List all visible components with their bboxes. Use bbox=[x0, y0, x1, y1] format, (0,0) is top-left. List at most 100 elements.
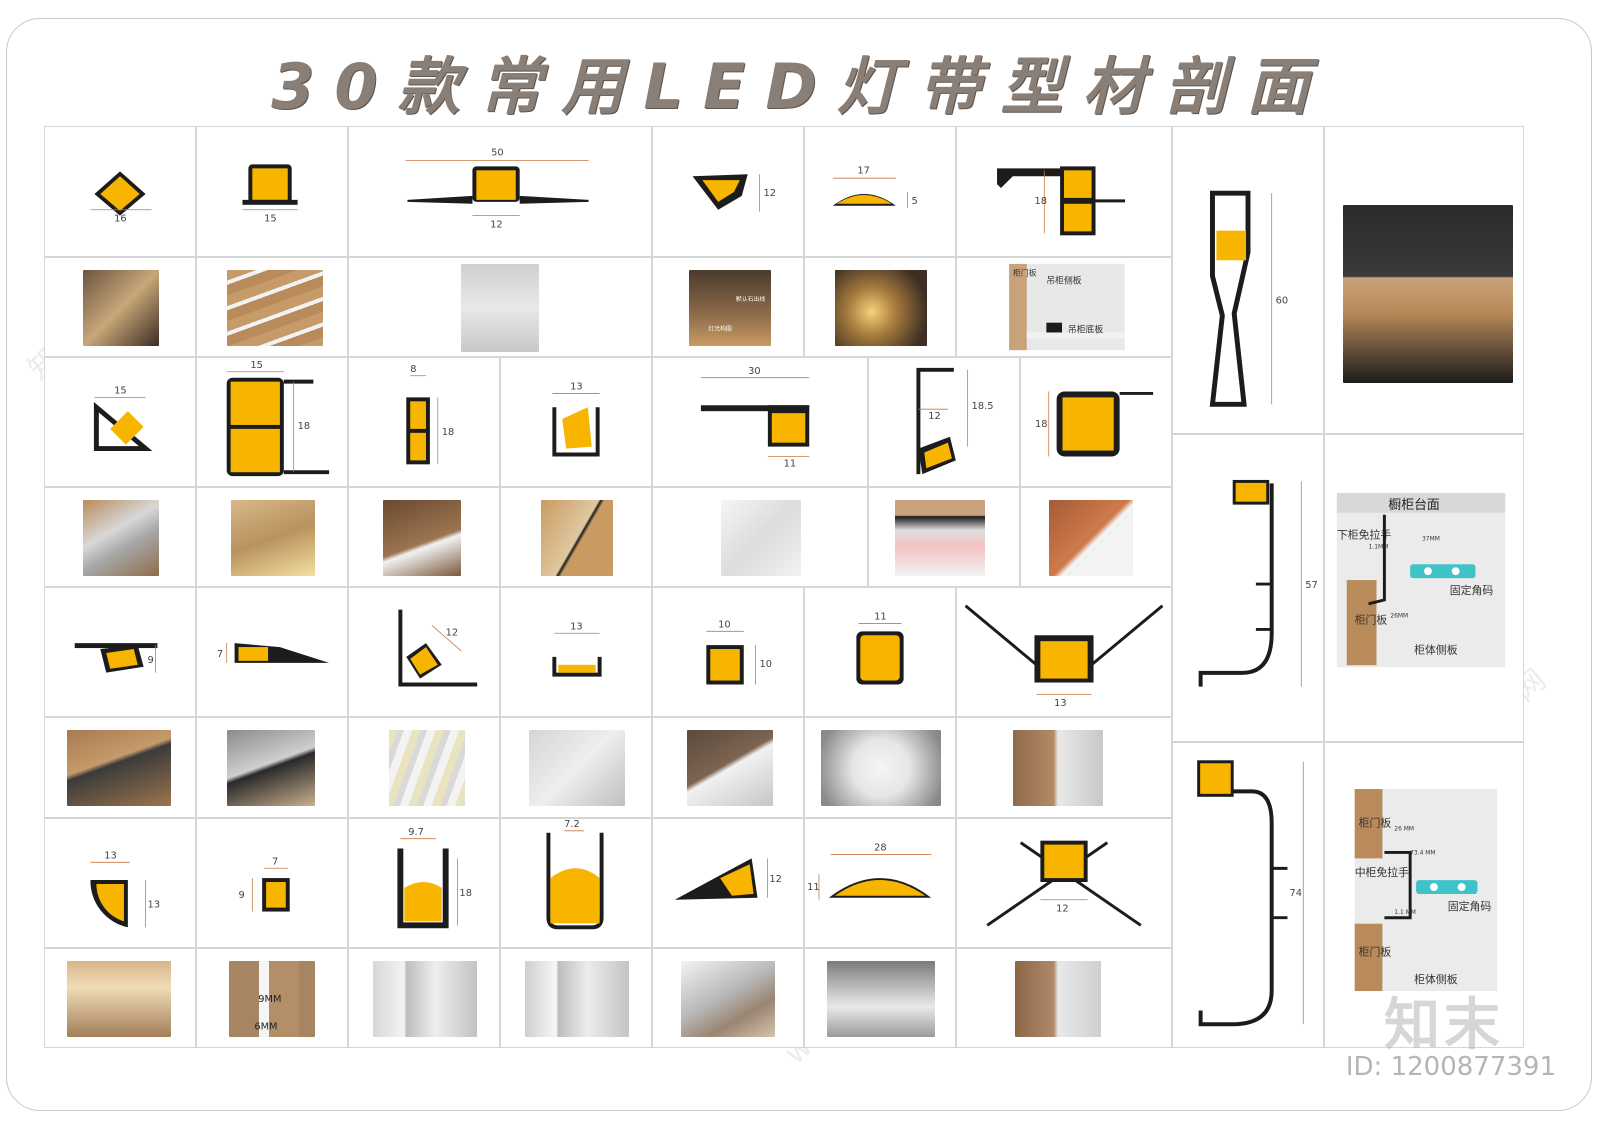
svg-text:12: 12 bbox=[763, 188, 776, 199]
svg-text:17: 17 bbox=[857, 165, 870, 176]
svg-text:橱柜台面: 橱柜台面 bbox=[1388, 498, 1440, 513]
product-photo bbox=[1015, 961, 1101, 1037]
photo-cell bbox=[652, 948, 804, 1048]
square-profile-10: 10 10 bbox=[706, 619, 773, 685]
photo-cell bbox=[44, 257, 196, 357]
svg-text:中柜免拉手: 中柜免拉手 bbox=[1355, 865, 1410, 879]
svg-text:11: 11 bbox=[874, 612, 887, 623]
tall-profile-57: 57 bbox=[1198, 479, 1318, 687]
product-photo bbox=[83, 270, 159, 346]
mini-profile-7: 7 9 bbox=[239, 856, 290, 912]
svg-text:9: 9 bbox=[239, 890, 245, 901]
profile-cell-side-18: 18 bbox=[1020, 357, 1172, 487]
profile-cell-tall-60: 60 bbox=[1172, 126, 1324, 434]
svg-text:13: 13 bbox=[570, 382, 583, 393]
photo-labels: 9MM 6MM bbox=[254, 994, 281, 1032]
profile-cell-dome-17: 17 5 bbox=[804, 126, 956, 257]
wide-profile-9-7: 9.7 18 bbox=[397, 827, 472, 929]
svg-text:7: 7 bbox=[217, 649, 223, 660]
product-photo bbox=[541, 500, 613, 576]
photo-cell bbox=[500, 948, 652, 1048]
profile-cell-oval-28: 28 11 bbox=[804, 818, 956, 948]
page-frame bbox=[6, 18, 1592, 1111]
svg-text:57: 57 bbox=[1305, 580, 1318, 591]
profile-cell-shelf-30: 30 11 bbox=[652, 357, 868, 487]
product-photo bbox=[229, 961, 315, 1037]
diagram-cell-counter: 橱柜台面 下柜免拉手 1.1MM 37MM 固定角码 26MM 柜门板 柜体侧板 bbox=[1324, 434, 1524, 742]
counter-diagram: 橱柜台面 下柜免拉手 1.1MM 37MM 固定角码 26MM 柜门板 柜体侧板 bbox=[1336, 492, 1506, 668]
photo-cell bbox=[44, 948, 196, 1048]
svg-text:下柜免拉手: 下柜免拉手 bbox=[1337, 528, 1391, 542]
svg-text:固定角码: 固定角码 bbox=[1450, 583, 1494, 597]
cross-profile-12: 12 bbox=[986, 840, 1142, 927]
hook-profile-18: 18 bbox=[997, 166, 1126, 236]
photo-cell bbox=[652, 487, 868, 587]
svg-text:13: 13 bbox=[104, 850, 117, 861]
profile-cell-wide-9-7: 9.7 18 bbox=[348, 818, 500, 948]
profile-cell-hook-18: 18 bbox=[956, 126, 1172, 257]
photo-cell bbox=[44, 487, 196, 587]
photo-cell bbox=[804, 948, 956, 1048]
lip-profile-9: 9 bbox=[74, 643, 158, 673]
photo-cell bbox=[500, 717, 652, 818]
product-photo bbox=[67, 730, 171, 806]
svg-text:15: 15 bbox=[250, 360, 263, 371]
svg-text:26MM: 26MM bbox=[1390, 613, 1408, 620]
svg-text:18: 18 bbox=[298, 421, 311, 432]
slim-profile-8: 8 18 bbox=[406, 364, 454, 465]
profile-cell-wing-13: 13 bbox=[956, 587, 1172, 717]
svg-text:10: 10 bbox=[760, 659, 773, 670]
svg-text:18.5: 18.5 bbox=[972, 401, 994, 412]
photo-cell bbox=[804, 717, 956, 818]
corner-profile-13: 13 13 bbox=[90, 850, 161, 928]
photo-cell bbox=[652, 717, 804, 818]
tall-profile-60: 60 bbox=[1209, 190, 1288, 407]
product-photo bbox=[835, 270, 927, 346]
profile-cell-flat-13: 13 bbox=[500, 587, 652, 717]
page-title: 30款常用LED灯带型材剖面 bbox=[271, 50, 1329, 123]
product-photo bbox=[83, 500, 159, 576]
svg-text:默认石出线: 默认石出线 bbox=[736, 295, 766, 303]
svg-text:12: 12 bbox=[928, 411, 941, 422]
photo-cell bbox=[348, 717, 500, 818]
svg-text:12: 12 bbox=[769, 874, 782, 885]
product-photo bbox=[373, 961, 477, 1037]
middle-cabinet-diagram: 柜门板 26 MM 73.4 MM 中柜免拉手 固定角码 1.1 MM 柜门板 … bbox=[1354, 789, 1498, 992]
product-photo bbox=[721, 500, 801, 576]
profile-cell-corner-12: 12 bbox=[348, 587, 500, 717]
profile-cell-ramp-7: 7 bbox=[196, 587, 348, 717]
svg-text:74: 74 bbox=[1289, 888, 1302, 899]
product-photo bbox=[1343, 205, 1513, 383]
hang-profile-12: 12 18.5 bbox=[916, 367, 994, 475]
svg-text:12: 12 bbox=[446, 627, 459, 638]
diagram-cell-middle: 柜门板 26 MM 73.4 MM 中柜免拉手 固定角码 1.1 MM 柜门板 … bbox=[1324, 742, 1524, 1048]
photo-cell-tall-60 bbox=[1324, 126, 1524, 434]
profile-cell-flange-50: 50 12 bbox=[348, 126, 652, 257]
profile-cell-double-15: 15 18 bbox=[196, 357, 348, 487]
svg-text:13: 13 bbox=[148, 900, 161, 911]
svg-text:柜门板: 柜门板 bbox=[1013, 268, 1037, 278]
ramp-profile-7: 7 bbox=[217, 643, 330, 663]
svg-text:柜体侧板: 柜体侧板 bbox=[1414, 972, 1458, 986]
svg-text:18: 18 bbox=[459, 888, 472, 899]
svg-text:18: 18 bbox=[1034, 196, 1047, 207]
svg-text:11: 11 bbox=[784, 458, 797, 469]
profile-cell-tall-57: 57 bbox=[1172, 434, 1324, 742]
svg-text:12: 12 bbox=[490, 219, 503, 230]
photo-cell bbox=[1020, 487, 1172, 587]
svg-text:吊柜底板: 吊柜底板 bbox=[1068, 323, 1103, 335]
corner-profile-16: 16 bbox=[90, 171, 152, 225]
dome-profile-17: 17 5 bbox=[832, 165, 918, 208]
product-photo bbox=[67, 961, 171, 1037]
profile-cell-hang-12: 12 18.5 bbox=[868, 357, 1020, 487]
svg-text:13: 13 bbox=[570, 621, 583, 632]
profile-cell-tall-74: 74 bbox=[1172, 742, 1324, 1048]
photo-cell bbox=[956, 717, 1172, 818]
product-photo bbox=[689, 270, 771, 346]
svg-text:吊柜侧板: 吊柜侧板 bbox=[1046, 274, 1081, 286]
oval-profile-28: 28 11 bbox=[807, 843, 932, 900]
svg-text:37MM: 37MM bbox=[1422, 535, 1440, 542]
product-photo bbox=[227, 270, 323, 346]
svg-text:9MM: 9MM bbox=[258, 994, 281, 1005]
u-profile-15: 15 bbox=[242, 164, 298, 225]
